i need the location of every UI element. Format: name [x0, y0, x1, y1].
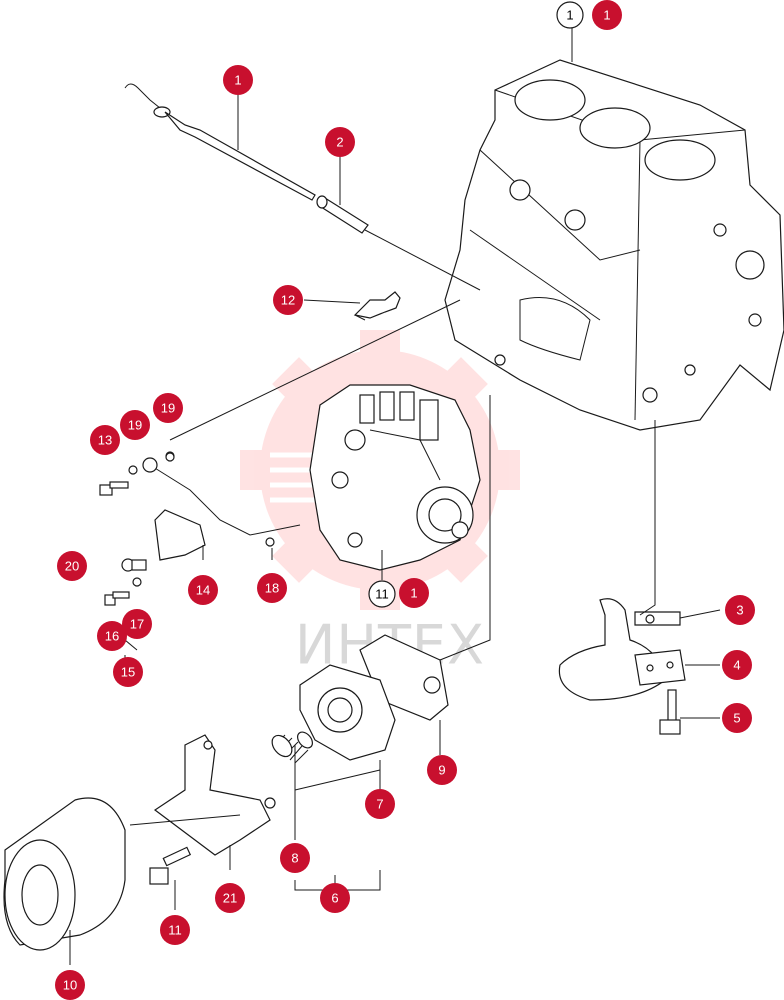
callout-1-dipstick: 1 — [223, 65, 253, 95]
fuel-pipe — [142, 451, 301, 561]
callout-20: 20 — [57, 551, 87, 581]
callout-13: 13 — [90, 425, 120, 455]
callout-15: 15 — [113, 657, 143, 687]
callout-11-reference-circle: 11 — [368, 580, 396, 608]
svg-text:4: 4 — [733, 658, 740, 673]
callout-12: 12 — [273, 285, 303, 315]
svg-text:19: 19 — [128, 418, 142, 433]
callout-1-pump: 1 — [399, 578, 429, 608]
callout-18: 18 — [257, 573, 287, 603]
svg-text:7: 7 — [376, 797, 383, 812]
svg-text:19: 19 — [161, 401, 175, 416]
leader-lines — [69, 28, 721, 965]
filter-bracket-plate — [153, 734, 276, 856]
dipstick — [124, 83, 316, 201]
callout-10: 10 — [55, 970, 85, 1000]
oil-strainer — [558, 598, 681, 701]
callout-4: 4 — [722, 650, 752, 680]
svg-text:1: 1 — [410, 586, 417, 601]
svg-text:16: 16 — [105, 629, 119, 644]
svg-text:11: 11 — [168, 923, 182, 938]
callout-21: 21 — [215, 883, 245, 913]
callout-19-right: 19 — [153, 393, 183, 423]
injection-pump — [309, 384, 481, 571]
oil-filter-bracket — [299, 664, 396, 761]
washer-19a — [128, 465, 138, 475]
svg-text:14: 14 — [196, 583, 210, 598]
oil-strainer-boss — [634, 649, 686, 686]
svg-text:20: 20 — [65, 559, 79, 574]
relief-spring — [271, 731, 313, 764]
svg-text:2: 2 — [336, 135, 343, 150]
svg-text:1: 1 — [603, 8, 610, 23]
callout-9: 9 — [427, 755, 457, 785]
dipstick-tube — [316, 195, 369, 234]
svg-text:3: 3 — [736, 603, 743, 618]
bolt-16 — [104, 591, 130, 606]
oil-filter — [3, 797, 126, 951]
svg-text:11: 11 — [375, 587, 389, 602]
svg-text:9: 9 — [438, 763, 445, 778]
svg-text:17: 17 — [130, 617, 144, 632]
svg-text:12: 12 — [281, 293, 295, 308]
svg-text:18: 18 — [265, 581, 279, 596]
svg-text:8: 8 — [291, 851, 298, 866]
washer-17 — [132, 577, 142, 587]
svg-text:10: 10 — [63, 978, 77, 993]
engine-block — [444, 59, 784, 431]
callout-19-left: 19 — [120, 410, 150, 440]
svg-text:6: 6 — [331, 891, 338, 906]
callout-1-top: 1 — [592, 0, 622, 30]
svg-text:1: 1 — [566, 8, 573, 23]
callout-2: 2 — [325, 127, 355, 157]
callout-6: 6 — [320, 883, 350, 913]
washer-19b — [165, 452, 175, 462]
callout-17: 17 — [122, 609, 152, 639]
oil-pressure-switch — [353, 291, 401, 321]
callout-8: 8 — [280, 843, 310, 873]
svg-text:1: 1 — [234, 73, 241, 88]
callout-14: 14 — [188, 575, 218, 605]
callout-7: 7 — [365, 789, 395, 819]
svg-text:13: 13 — [98, 433, 112, 448]
bolt-11 — [149, 846, 192, 885]
svg-text:5: 5 — [733, 711, 740, 726]
svg-text:21: 21 — [223, 891, 237, 906]
bolt-5 — [659, 689, 681, 735]
callout-3: 3 — [725, 595, 755, 625]
callout-1-reference-circle: 1 — [556, 1, 584, 29]
bolt-13 — [99, 481, 129, 496]
banjo-bolt-20 — [121, 558, 147, 572]
callout-5: 5 — [722, 703, 752, 733]
washer-18 — [265, 537, 275, 547]
svg-text:15: 15 — [121, 665, 135, 680]
callout-11: 11 — [160, 915, 190, 945]
callout-16: 16 — [97, 621, 127, 651]
